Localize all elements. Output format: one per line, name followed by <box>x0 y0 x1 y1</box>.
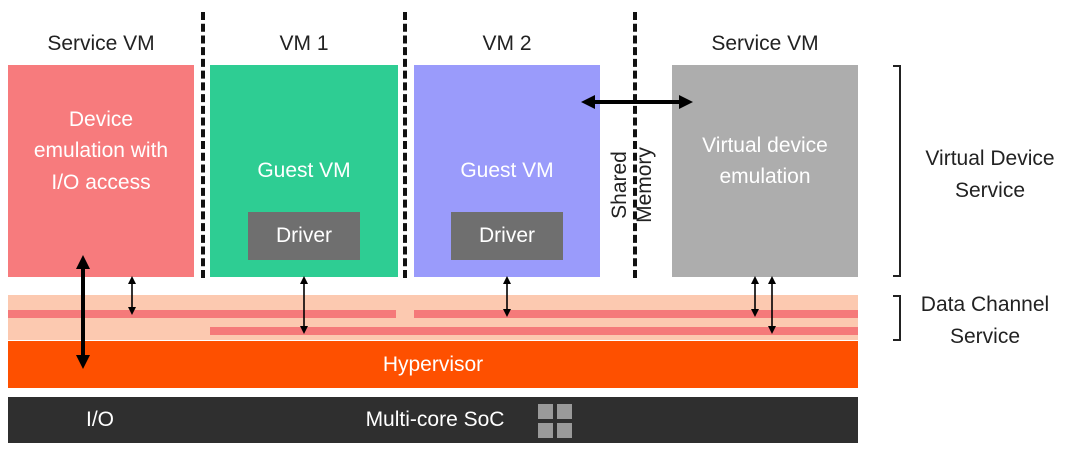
device-emulation-label: Device emulation with I/O access <box>33 107 169 194</box>
driver-1: Driver <box>248 212 360 260</box>
data-channel-line-3 <box>210 327 858 335</box>
bracket-data-channel <box>893 295 901 341</box>
soc-layer <box>8 397 858 443</box>
service-vm-left-box: Device emulation with I/O access <box>8 65 194 277</box>
separator-2 <box>403 12 407 278</box>
data-channel-service-label: Data Channel Service <box>920 293 1050 348</box>
hypervisor-label: Hypervisor <box>382 352 484 376</box>
data-channel-line-2 <box>414 310 858 318</box>
io-label: I/O <box>85 408 114 431</box>
separator-1 <box>201 12 205 278</box>
driver-2: Driver <box>451 212 563 260</box>
service-vm-right-box: Virtual device emulation <box>672 65 858 277</box>
hypervisor-layer: Hypervisor <box>8 341 858 388</box>
guest-vm-2-label: Guest VM <box>460 159 554 182</box>
column-label-vm1: VM 1 <box>279 32 329 55</box>
separator-3 <box>633 12 637 278</box>
column-label-service-vm-right: Service VM <box>711 32 819 55</box>
guest-vm-1-label: Guest VM <box>257 159 351 182</box>
data-channel-line-1 <box>8 310 396 318</box>
soc-label: Multi-core SoC <box>365 408 505 431</box>
virtual-device-service-label: Virtual Device Service <box>925 147 1055 202</box>
column-label-vm2: VM 2 <box>482 32 532 55</box>
virtual-device-emulation-label: Virtual device emulation <box>702 133 828 189</box>
chip-icon <box>538 404 572 438</box>
column-label-service-vm-left: Service VM <box>47 32 155 55</box>
bracket-virtual-device <box>893 65 901 277</box>
